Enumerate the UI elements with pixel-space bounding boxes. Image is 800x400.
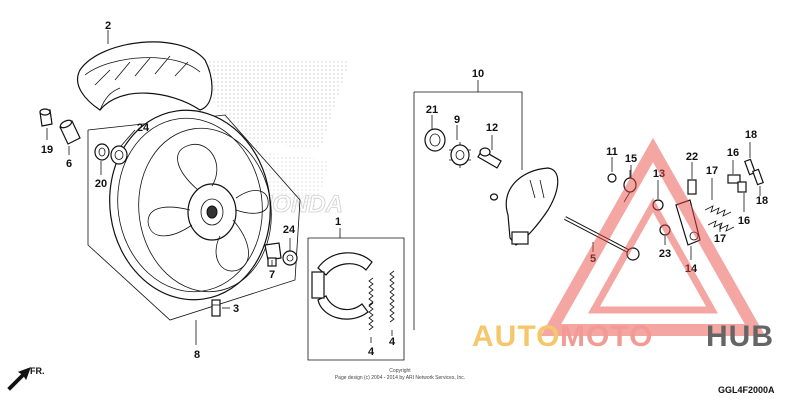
callout-16a: 16 (727, 147, 739, 159)
callout-22: 22 (686, 151, 698, 163)
callout-21: 21 (426, 104, 438, 116)
callout-4a: 4 (368, 346, 375, 358)
pin-part-18a[interactable] (744, 158, 756, 176)
copyright-line-1: Copyright (389, 368, 411, 374)
tire-part-2[interactable] (77, 41, 213, 111)
watermark-word-moto: MOTO (560, 320, 653, 353)
bolt-part-3[interactable] (211, 299, 221, 317)
callout-labels: 2 19 6 20 24 24 7 3 8 1 4 4 10 21 9 12 1… (41, 20, 768, 361)
brake-panel-group-frame (413, 80, 523, 330)
callout-14: 14 (685, 263, 698, 275)
brake-spring-part-4a[interactable] (368, 277, 374, 343)
callout-4b: 4 (389, 336, 396, 348)
wheel-group-frame (87, 114, 301, 345)
collar-part-6[interactable] (59, 119, 81, 145)
washer-part-11[interactable] (607, 173, 617, 183)
callout-9: 9 (454, 114, 460, 126)
callout-20: 20 (95, 178, 107, 190)
callout-16b: 16 (738, 215, 750, 227)
brake-shoe-group-frame (307, 228, 405, 361)
bearing-part-24-left[interactable] (110, 145, 128, 165)
callout-19: 19 (41, 144, 53, 156)
leader-lines-panel (592, 142, 761, 260)
bolt-part-22[interactable] (687, 179, 697, 195)
axle-part-5[interactable] (564, 216, 640, 261)
bearing-part-20[interactable] (94, 143, 110, 161)
callout-23: 23 (659, 248, 671, 260)
front-direction-indicator: FR. (7, 366, 45, 391)
pin-part-16b[interactable] (737, 181, 747, 193)
pin-part-16a[interactable] (727, 174, 741, 184)
cam-part-12[interactable] (477, 147, 502, 169)
nut-part-23[interactable] (659, 224, 671, 236)
callout-18a: 18 (745, 129, 757, 141)
callout-17b: 17 (714, 233, 726, 245)
pin-part-18b[interactable] (752, 168, 764, 186)
watermark-word-auto: AUTO (472, 320, 560, 353)
bearing-part-24-right[interactable] (282, 250, 298, 266)
callout-1: 1 (335, 216, 341, 228)
leader-lines-wheel (46, 30, 291, 309)
bolt-part-7[interactable] (264, 242, 282, 267)
oil-seal-part-21[interactable] (424, 128, 446, 152)
callout-8: 8 (194, 349, 200, 361)
copyright-line-2: Page design (c) 2004 - 2014 by ARI Netwo… (335, 375, 465, 381)
wheel-rim-part-8[interactable] (98, 100, 283, 310)
brake-shoe-part-1[interactable] (311, 252, 373, 320)
nut-part-13[interactable] (652, 199, 664, 211)
valve-part-19[interactable] (39, 108, 53, 127)
callout-13: 13 (653, 168, 665, 180)
callout-3: 3 (233, 303, 239, 315)
watermark-triangle-icon (540, 137, 766, 336)
arrow-icon (7, 367, 31, 391)
callout-7: 7 (269, 269, 275, 281)
callout-11: 11 (606, 146, 618, 158)
direction-label: FR. (30, 366, 45, 376)
watermark-word-hub: HUB (706, 320, 774, 353)
callout-18b: 18 (756, 195, 768, 207)
brake-spring-part-4b[interactable] (389, 270, 395, 336)
callout-10: 10 (472, 68, 484, 80)
callout-24-left: 24 (137, 122, 150, 134)
diagram-code: GGL4F2000A (718, 385, 775, 395)
spring-part-17a[interactable] (704, 205, 732, 217)
callout-12: 12 (486, 122, 498, 134)
gear-part-9[interactable] (449, 142, 471, 168)
callout-5: 5 (590, 253, 596, 265)
spring-part-17b[interactable] (707, 220, 735, 232)
callout-24-right: 24 (283, 224, 296, 236)
callout-15: 15 (625, 153, 637, 165)
watermark-logo: AUTO MOTO HUB (472, 137, 774, 353)
spring-part-15[interactable] (623, 170, 637, 203)
callout-17a: 17 (706, 165, 718, 177)
callout-6: 6 (66, 158, 72, 170)
callout-2: 2 (105, 20, 111, 32)
brake-panel-plate[interactable] (489, 167, 559, 246)
arm-part-14[interactable] (675, 199, 701, 246)
